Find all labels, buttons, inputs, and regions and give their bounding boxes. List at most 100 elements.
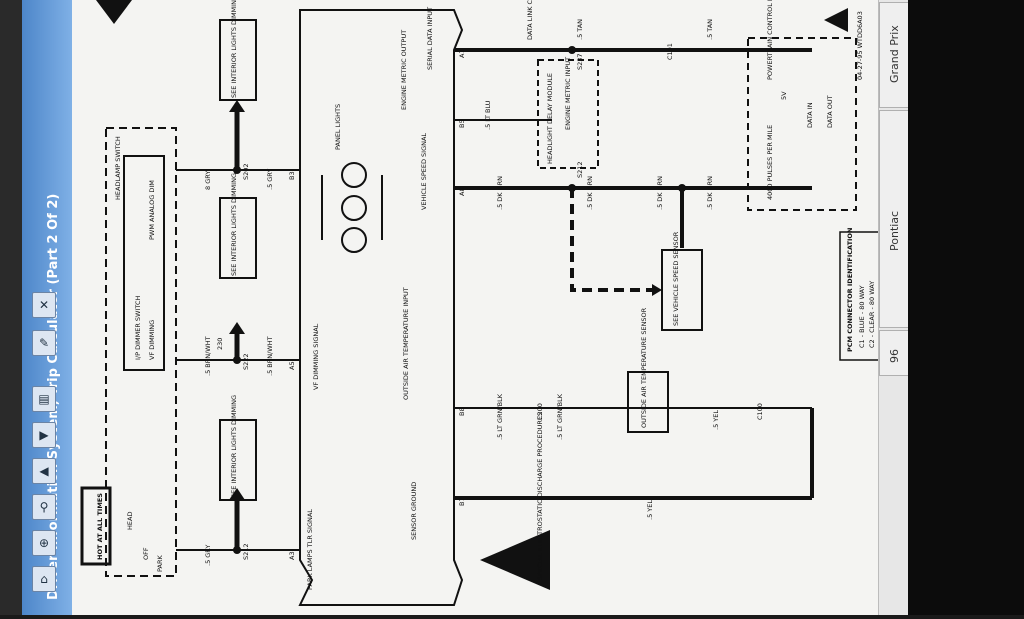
- headlight-delay-box: [537, 59, 599, 169]
- data-link-connector-label: DATA LINK CONNECTOR: [526, 0, 534, 40]
- pin-b7-label: B7: [458, 497, 466, 506]
- wire-label-dk-grn-1: .5 DK GRN: [496, 176, 504, 210]
- splice-s237-label: S237: [576, 53, 584, 70]
- date-code-label: 04-27-95 WTDD6A03: [856, 11, 864, 80]
- pcm-pulses-label: 4000 PULSES PER MILE: [766, 125, 774, 200]
- panel-light-1: [341, 162, 367, 188]
- esd-warning-icon: [480, 530, 550, 590]
- wire-label-ltblu: .5 LT BLU: [484, 100, 492, 130]
- pwm-analog-label: PWM ANALOG DIM: [148, 180, 156, 240]
- pin-a7-label: A7: [458, 49, 466, 58]
- pcm-module-box: [747, 37, 857, 211]
- wire-label-lt-grn-blk-2: .5 LT GRN/BLK: [556, 393, 564, 440]
- park-lamps-label: PARK LAMPS TLR SIGNAL: [306, 509, 314, 590]
- arrowhead-upper: [229, 100, 245, 112]
- pcm-connector-c2: C2 - CLEAR - 80 WAY: [868, 281, 876, 348]
- connector-outline: [298, 9, 464, 606]
- arrowhead-lower: [229, 488, 245, 500]
- wire-label-tan-2: .5 TAN: [706, 19, 714, 40]
- monitor-bezel-left: [0, 0, 22, 615]
- esd-warning-icon-top: [96, 0, 132, 24]
- ip-dimmer-switch-box: [123, 155, 165, 371]
- status-make: Pontiac: [888, 210, 901, 251]
- wire-label-yel-2: .5 YEL: [646, 500, 654, 520]
- serial-data-input-label: SERIAL DATA INPUT: [426, 7, 434, 70]
- panel-light-2: [341, 195, 367, 221]
- splice-s212b-dot: [568, 184, 576, 192]
- status-model-cell: Grand Prix: [879, 2, 909, 108]
- connector-c100-label: C100: [756, 403, 764, 420]
- switch-off-label: OFF: [142, 547, 150, 560]
- wire-label-gry-5: .5 GRY: [266, 169, 274, 190]
- wire-label-yel-1: .5 YEL: [712, 410, 720, 430]
- engine-metric-input-label: ENGINE METRIC INPUT: [564, 57, 572, 130]
- headlight-delay-label: HEADLIGHT DELAY MODULE: [546, 73, 554, 164]
- connector-c200-label: C200: [536, 403, 544, 420]
- sensor-ground-label: SENSOR GROUND: [410, 482, 418, 540]
- esd-procedures-label: SPECIAL ELECTROSTATIC DISCHARGE PROCEDUR…: [536, 412, 544, 580]
- status-model: Grand Prix: [888, 25, 901, 83]
- splice-s222-label: S222: [242, 353, 250, 370]
- zoom-icon[interactable]: ⊕: [32, 530, 56, 556]
- wire-label-brn-wht-2: .5 BRN/WHT: [266, 336, 274, 376]
- arrowhead-vss: [652, 284, 662, 296]
- panel-light-3: [341, 227, 367, 253]
- back-icon[interactable]: ◀: [32, 458, 56, 484]
- hot-at-all-times-label: HOT AT ALL TIMES: [96, 493, 104, 560]
- pin-a5-label: A5: [288, 361, 296, 370]
- wiring-diagram: HOT AT ALL TIMES HEADLAMP SWITCH OFF PAR…: [80, 0, 881, 606]
- pcm-label: POWERTRAIN CONTROL MODULE: [766, 0, 774, 80]
- engine-metric-output-label: ENGINE METRIC OUTPUT: [400, 30, 408, 110]
- vf-dimming-signal-label: VF DIMMING SIGNAL: [312, 323, 320, 390]
- status-make-cell: Pontiac: [879, 110, 909, 328]
- oat-sensor-box: [627, 371, 669, 433]
- wire-label-dk-grn-4: .5 DK GRN: [706, 176, 714, 210]
- splice-s222-dot: [233, 356, 241, 364]
- vf-dimming-label: VF DIMMING: [148, 320, 156, 360]
- pcm-data-in-label: DATA IN: [806, 102, 814, 128]
- print-icon[interactable]: ▤: [32, 386, 56, 412]
- splice-s202-dot: [233, 166, 241, 174]
- switch-park-label: PARK: [156, 555, 164, 572]
- see-interior-box-top: [219, 19, 257, 101]
- see-interior-label-top: SEE INTERIOR LIGHTS DIMMING: [230, 0, 238, 98]
- splice-s212-label: S212: [242, 543, 250, 560]
- vehicle-speed-signal-label: VEHICLE SPEED SIGNAL: [420, 133, 428, 210]
- headlamp-switch-box: [105, 127, 177, 577]
- hot-at-all-times-box: [80, 486, 112, 566]
- wire-label-230: 230: [216, 338, 224, 350]
- see-interior-label-mid: SEE INTERIOR LIGHTS DIMMING: [230, 173, 238, 276]
- dashed-vss-link: [570, 188, 652, 292]
- monitor-bezel-right: [908, 0, 1024, 615]
- forward-icon[interactable]: ▶: [32, 422, 56, 448]
- pcm-connector-c1: C1 - BLUE - 80 WAY: [858, 285, 866, 348]
- status-page-number: 96: [888, 349, 901, 363]
- see-interior-label-low: SEE INTERIOR LIGHTS DIMMING: [230, 395, 238, 498]
- switch-head-label: HEAD: [126, 512, 134, 530]
- find-icon[interactable]: ⚲: [32, 494, 56, 520]
- close-icon[interactable]: ✕: [32, 292, 56, 318]
- wiring-diagram-page: HOT AT ALL TIMES HEADLAMP SWITCH OFF PAR…: [72, 0, 890, 615]
- wire-label-gry-8: 8 GRY: [204, 171, 212, 190]
- see-vss-label: SEE VEHICLE SPEED SENSOR: [672, 231, 680, 326]
- home-icon[interactable]: ⌂: [32, 566, 56, 592]
- splice-vss-dot: [678, 184, 686, 192]
- pin-b5-label: B5: [458, 119, 466, 128]
- see-interior-box-mid: [219, 197, 257, 279]
- pin-a3-label: A3: [288, 551, 296, 560]
- wire-label-dk-grn-2: .5 DK GRN: [586, 176, 594, 210]
- ip-dimmer-switch-label: I/P DIMMER SWITCH: [134, 295, 142, 360]
- wire-label-lt-grn-blk-1: .5 LT GRN/BLK: [496, 393, 504, 440]
- oat-input-label: OUTSIDE AIR TEMPERATURE INPUT: [402, 287, 410, 400]
- pin-a8-label: A8: [458, 187, 466, 196]
- pcm-data-out-label: DATA OUT: [826, 95, 834, 128]
- splice-s237-dot: [568, 46, 576, 54]
- wire-label-brn-wht: .5 BRN/WHT: [204, 336, 212, 376]
- headlamp-switch-label: HEADLAMP SWITCH: [114, 136, 122, 200]
- pin-b8-label: B8: [458, 407, 466, 416]
- splice-s212b-label: S212: [576, 161, 584, 178]
- splice-s202-label: S202: [242, 163, 250, 180]
- see-vss-box: [661, 249, 703, 331]
- note-icon[interactable]: ✎: [32, 330, 56, 356]
- see-interior-box-low: [219, 419, 257, 501]
